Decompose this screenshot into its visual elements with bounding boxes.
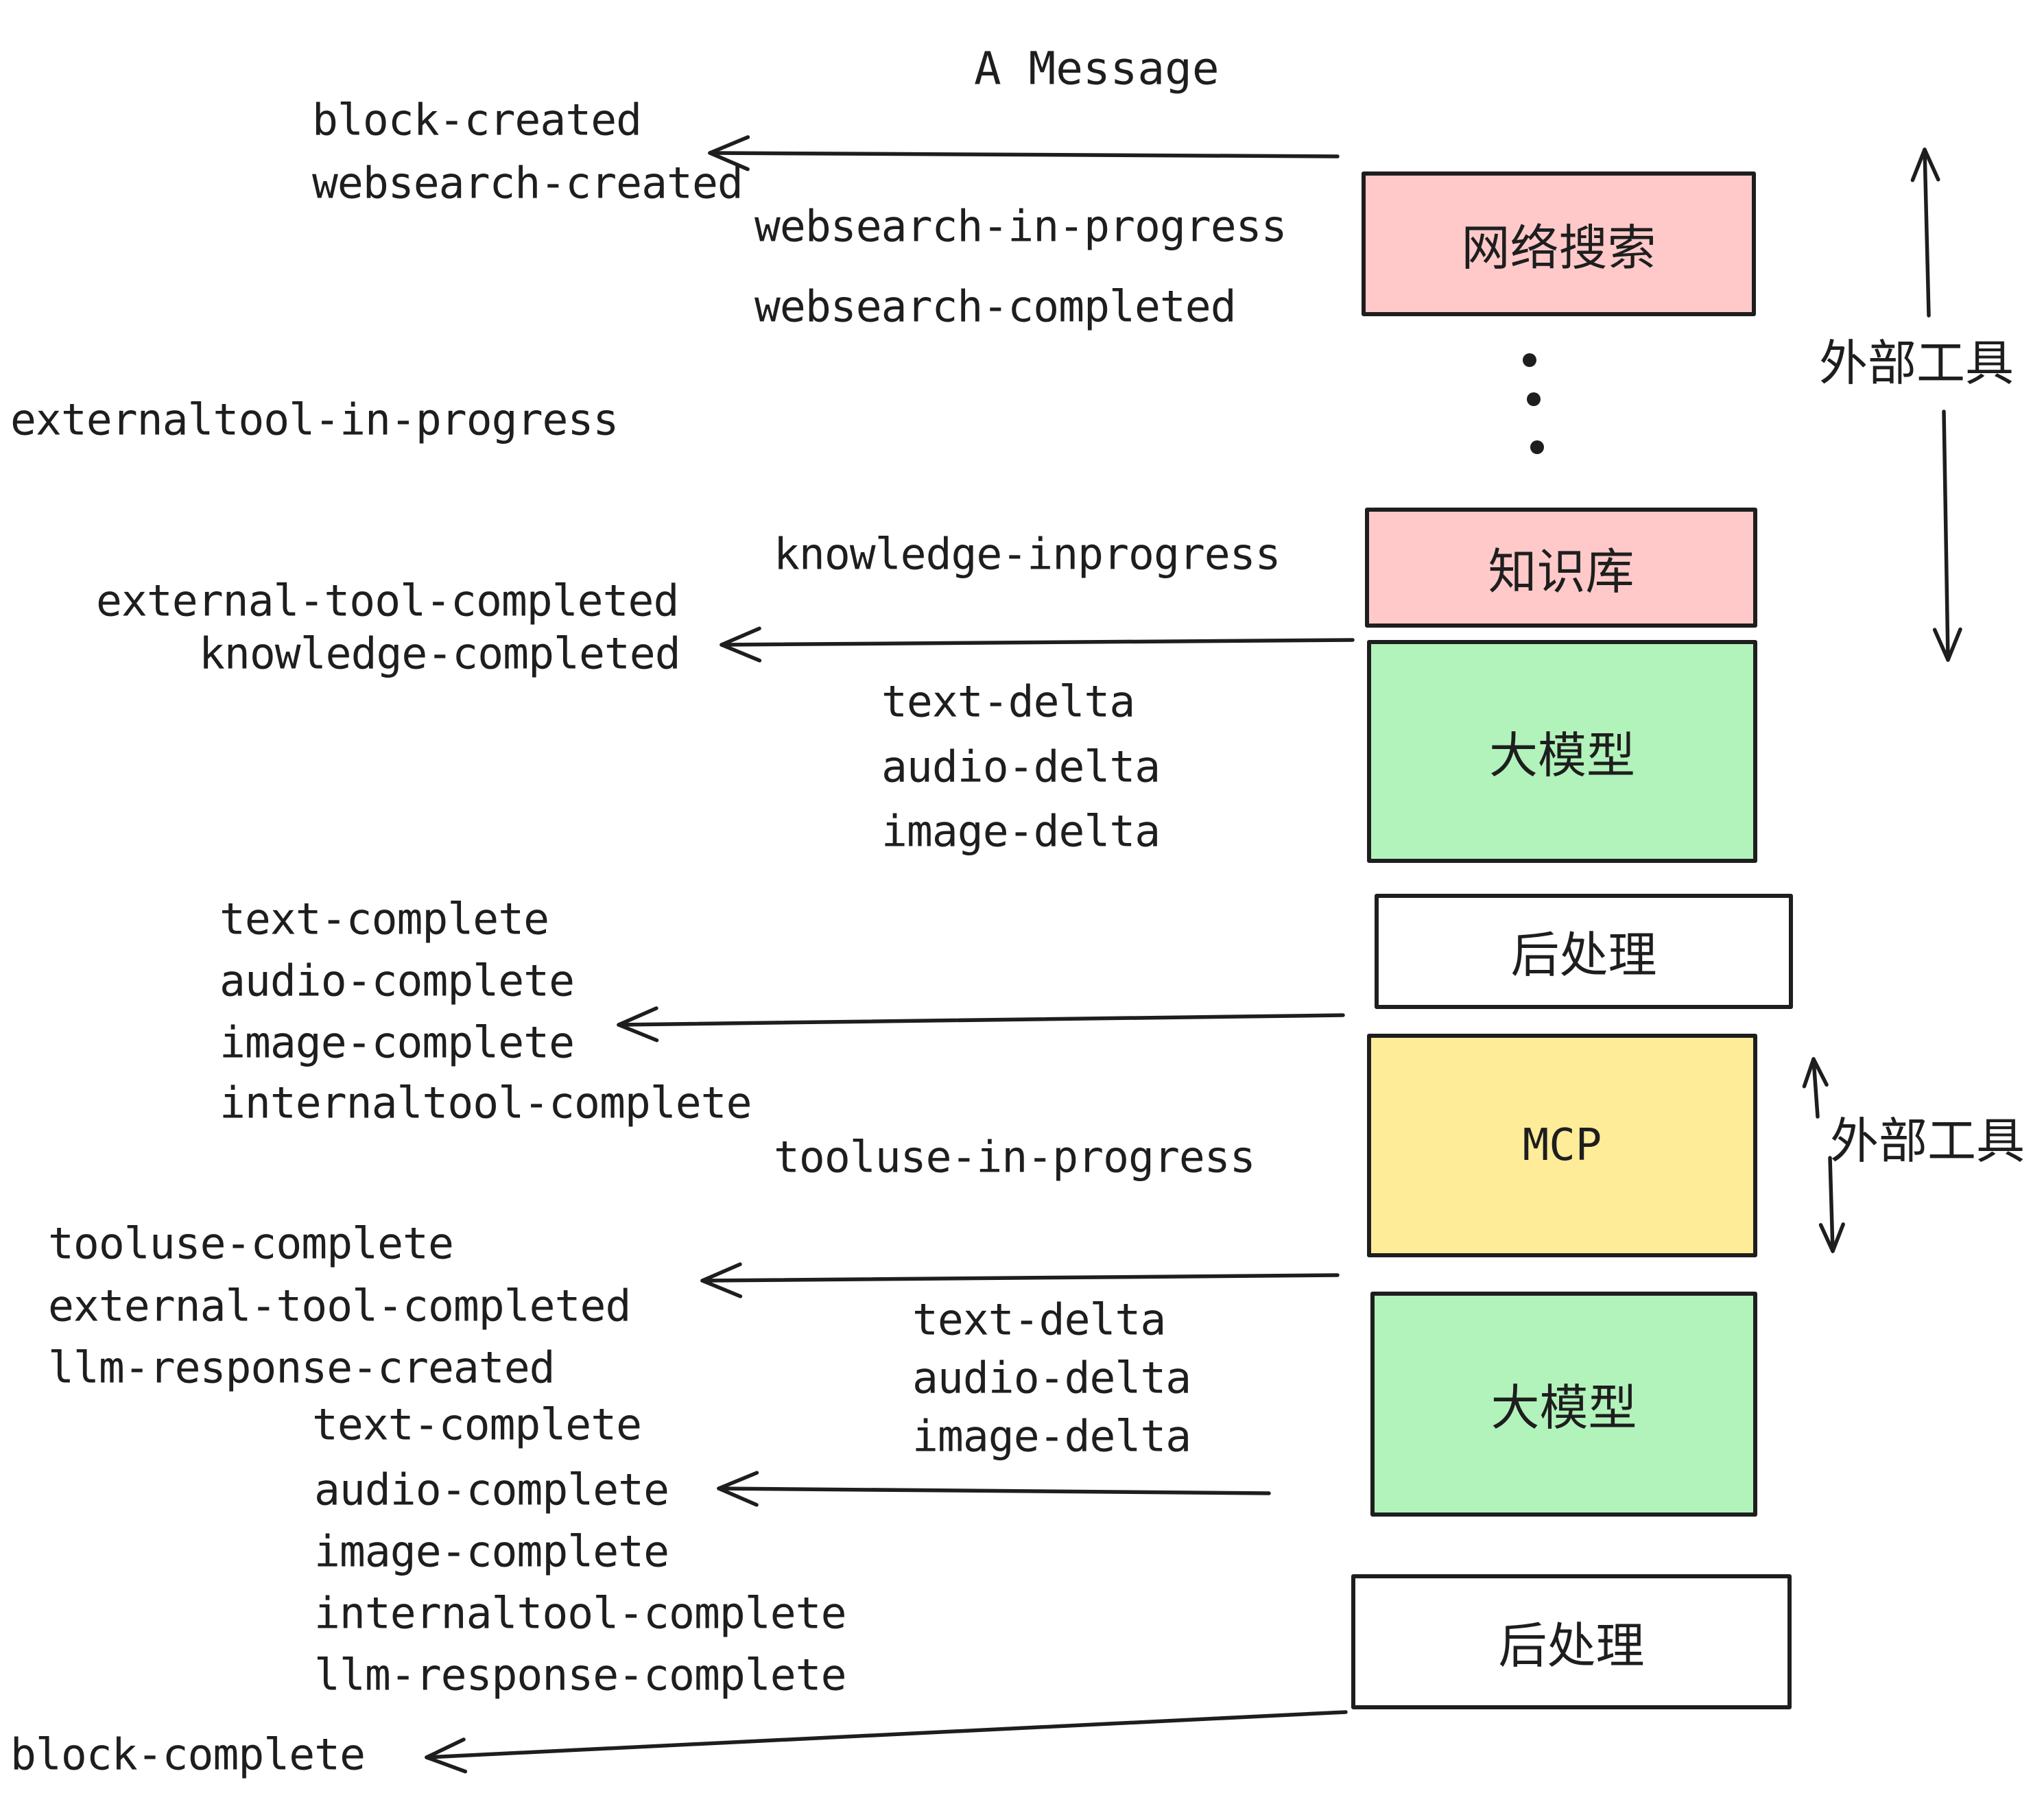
arrow-external-tool-up-1	[1910, 147, 1940, 318]
diagram-title: A Message	[974, 42, 1220, 95]
side-label-external-tools-1: 外部工具	[1819, 335, 2015, 392]
arrow-knowledge-completed	[720, 626, 1355, 663]
box-llm-2: 大模型	[1370, 1292, 1757, 1517]
event-llm-response-complete: llm-response-complete	[314, 1650, 847, 1700]
box-websearch: 网络搜索	[1362, 171, 1756, 316]
box-knowledge: 知识库	[1365, 508, 1757, 628]
event-external-tool-completed-2: external-tool-completed	[48, 1281, 631, 1331]
event-websearch-created: websearch-created	[312, 158, 744, 209]
box-mcp: MCP	[1367, 1034, 1757, 1257]
arrow-external-tool-up-2	[1802, 1057, 1829, 1119]
box-label-websearch: 网络搜索	[1461, 219, 1656, 276]
event-audio-delta-1: audio-delta	[881, 741, 1161, 792]
side-label-external-tools-2: 外部工具	[1830, 1113, 2025, 1170]
event-image-delta-1: image-delta	[881, 806, 1161, 857]
event-block-complete: block-complete	[10, 1729, 366, 1780]
box-label-knowledge: 知识库	[1488, 543, 1635, 600]
event-internaltool-complete-2: internaltool-complete	[314, 1588, 847, 1639]
event-websearch-completed: websearch-completed	[754, 281, 1237, 332]
event-image-complete-1: image-complete	[219, 1017, 575, 1068]
event-websearch-in-progress: websearch-in-progress	[754, 201, 1287, 252]
box-postprocess-1: 后处理	[1375, 894, 1793, 1009]
event-external-tool-completed-1: external-tool-completed	[96, 575, 679, 626]
event-audio-complete-1: audio-complete	[219, 956, 575, 1006]
event-externaltool-in-progress: externaltool-in-progress	[10, 394, 619, 445]
event-tooluse-in-progress: tooluse-in-progress	[774, 1132, 1256, 1183]
event-audio-complete-2: audio-complete	[314, 1464, 669, 1515]
box-label-postprocess-1: 后处理	[1510, 927, 1657, 984]
ellipsis-dot	[1527, 392, 1541, 406]
arrow-audio-complete	[717, 1471, 1271, 1507]
ellipsis-dot	[1530, 440, 1544, 454]
event-text-complete-1: text-complete	[219, 894, 549, 945]
arrow-block-created	[708, 135, 1340, 171]
event-knowledge-inprogress: knowledge-inprogress	[774, 529, 1281, 580]
event-block-created: block-created	[312, 95, 642, 145]
arrow-block-complete	[425, 1710, 1348, 1774]
event-text-delta-1: text-delta	[881, 676, 1135, 727]
arrow-image-complete	[617, 1006, 1345, 1043]
box-label-mcp: MCP	[1522, 1120, 1602, 1171]
arrow-tooluse-complete	[700, 1262, 1340, 1298]
box-postprocess-2: 后处理	[1351, 1574, 1792, 1709]
box-label-postprocess-2: 后处理	[1498, 1617, 1645, 1674]
event-tooluse-complete: tooluse-complete	[48, 1218, 454, 1269]
arrow-external-tool-down-1	[1932, 410, 1962, 662]
event-llm-response-created: llm-response-created	[48, 1342, 556, 1393]
ellipsis-dot	[1523, 353, 1536, 367]
box-llm-1: 大模型	[1367, 640, 1757, 863]
box-label-llm-2: 大模型	[1490, 1379, 1637, 1436]
event-image-complete-2: image-complete	[314, 1526, 669, 1577]
event-text-complete-2: text-complete	[312, 1399, 642, 1450]
box-label-llm-1: 大模型	[1488, 726, 1635, 784]
event-knowledge-completed: knowledge-completed	[199, 628, 681, 679]
event-image-delta-2: image-delta	[912, 1411, 1191, 1462]
event-internaltool-complete-1: internaltool-complete	[219, 1078, 752, 1128]
event-audio-delta-2: audio-delta	[912, 1353, 1191, 1403]
event-text-delta-2: text-delta	[912, 1294, 1166, 1345]
